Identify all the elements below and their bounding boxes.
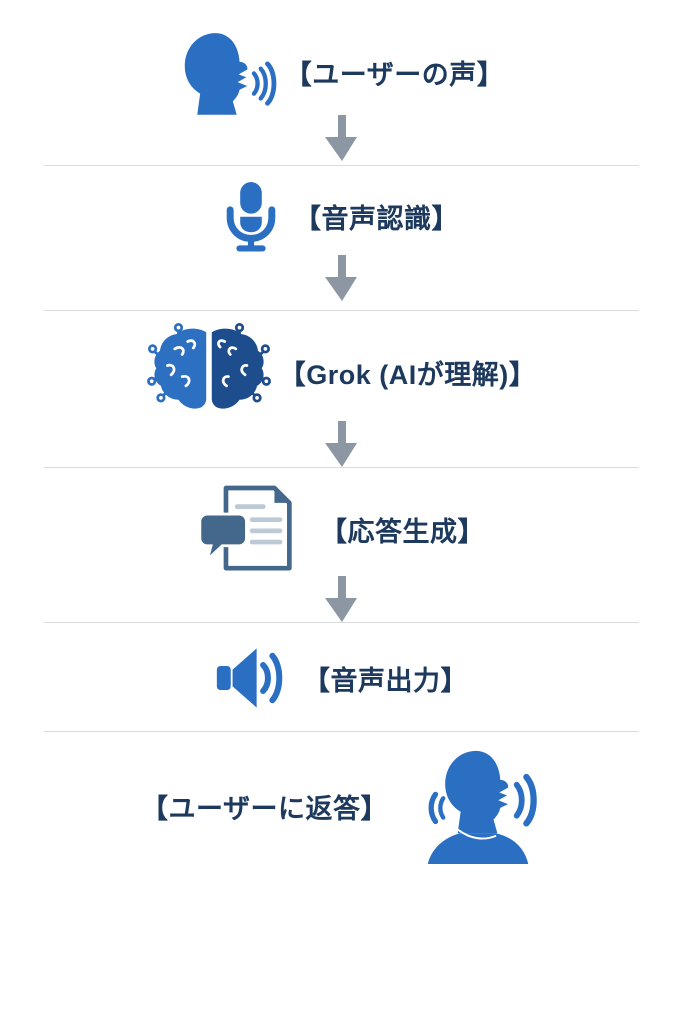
section-divider <box>44 165 639 166</box>
step-label: 【Grok (AIが理解)】 <box>278 359 537 390</box>
step-row: 【応答生成】 <box>198 484 485 574</box>
step-label: 【ユーザーに返答】 <box>141 793 388 824</box>
speaker-volume-icon <box>215 641 289 715</box>
flow-step-speech-recognition: 【音声認識】 <box>0 166 683 311</box>
speaking-head-icon <box>179 30 279 115</box>
step-label: 【音声認識】 <box>294 203 459 234</box>
flow-step-voice-output: 【音声出力】 <box>0 623 683 732</box>
section-divider <box>44 731 639 732</box>
section-divider <box>44 467 639 468</box>
flow-step-user-voice: 【ユーザーの声】 <box>0 0 683 166</box>
down-arrow-icon <box>324 421 359 467</box>
document-chat-icon <box>198 484 308 574</box>
step-row: 【音声出力】 <box>215 641 468 715</box>
microphone-icon <box>224 180 278 252</box>
section-divider <box>44 622 639 623</box>
step-row: 【音声認識】 <box>224 180 459 252</box>
step-row: 【ユーザーの声】 <box>179 30 504 115</box>
flow-step-grok-understanding: 【Grok (AIが理解)】 <box>0 311 683 468</box>
step-label: 【応答生成】 <box>320 516 485 547</box>
step-row: 【ユーザーに返答】 <box>141 748 542 864</box>
section-divider <box>44 310 639 311</box>
speaking-head-waves-icon <box>416 748 542 864</box>
down-arrow-icon <box>324 576 359 622</box>
down-arrow-icon <box>324 115 359 161</box>
flow-step-reply-to-user: 【ユーザーに返答】 <box>0 732 683 1024</box>
step-label: 【音声出力】 <box>303 665 468 696</box>
ai-brain-circuit-icon <box>146 323 271 421</box>
step-label: 【ユーザーの声】 <box>284 60 505 90</box>
down-arrow-icon <box>324 255 359 301</box>
flow-step-response-generation: 【応答生成】 <box>0 468 683 623</box>
step-row: 【Grok (AIが理解)】 <box>146 323 537 421</box>
